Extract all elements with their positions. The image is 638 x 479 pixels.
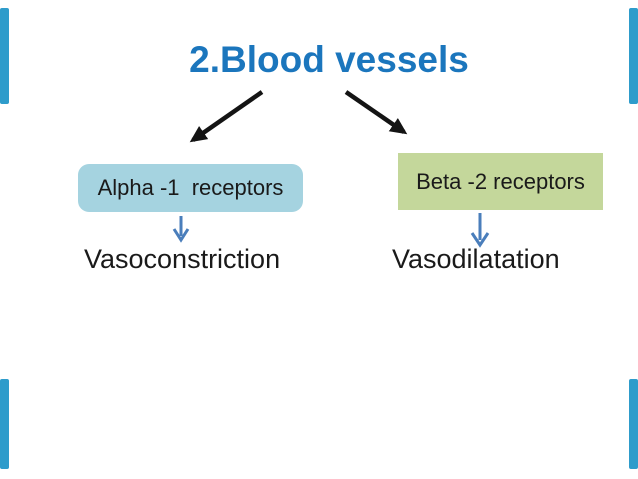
slide-border-top-left xyxy=(0,8,9,104)
arrow-title-to-beta-icon xyxy=(344,90,408,135)
vasodilatation-text: Vasodilatation xyxy=(392,244,560,274)
slide-border-bottom-left xyxy=(0,379,9,469)
down-arrow-beta-icon xyxy=(470,213,490,248)
down-arrow-alpha-icon xyxy=(172,216,190,243)
arrow-title-to-alpha-icon xyxy=(189,90,264,143)
beta-receptors-box: Beta -2 receptors xyxy=(398,153,603,210)
alpha-receptors-box: Alpha -1 receptors xyxy=(78,164,303,212)
slide-border-bottom-right xyxy=(629,379,638,469)
slide-title: 2.Blood vessels xyxy=(189,39,469,80)
vasoconstriction-text: Vasoconstriction xyxy=(84,244,281,274)
beta-receptors-label: Beta -2 receptors xyxy=(416,168,585,194)
alpha-receptors-label: Alpha -1 receptors xyxy=(97,175,284,200)
slide-border-top-right xyxy=(629,8,638,104)
